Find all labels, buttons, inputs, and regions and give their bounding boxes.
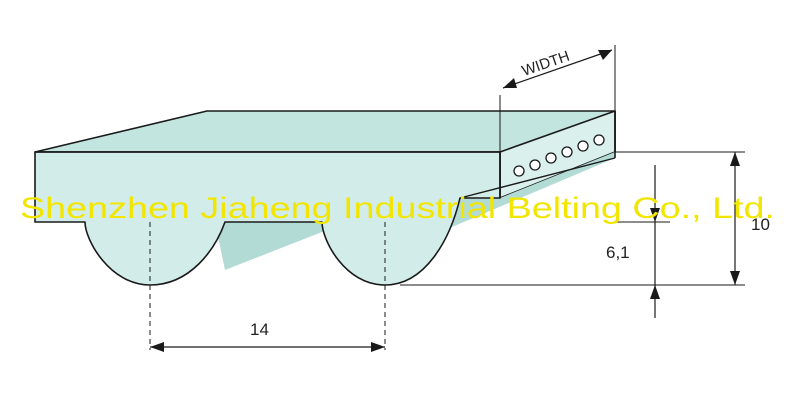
tensile-cords	[513, 134, 605, 177]
tooth-height-dimension: 6,1	[606, 165, 670, 318]
cord	[545, 152, 557, 164]
cord	[593, 134, 605, 146]
tooth-height-label: 6,1	[606, 243, 630, 262]
width-label: WIDTH	[520, 48, 572, 80]
belt-back-bottom-edge	[459, 157, 616, 199]
company-watermark: Shenzhen Jiaheng Industrial Belting Co.,…	[20, 192, 775, 225]
cord	[513, 165, 525, 177]
total-height-dimension: 10	[400, 151, 770, 286]
belt-front-face	[34, 151, 501, 286]
pitch-dimension: 14	[150, 320, 385, 352]
pitch-label: 14	[250, 320, 269, 339]
cord	[577, 140, 589, 152]
total-height-label: 10	[751, 215, 770, 234]
cord	[529, 159, 541, 171]
cord	[561, 146, 573, 158]
